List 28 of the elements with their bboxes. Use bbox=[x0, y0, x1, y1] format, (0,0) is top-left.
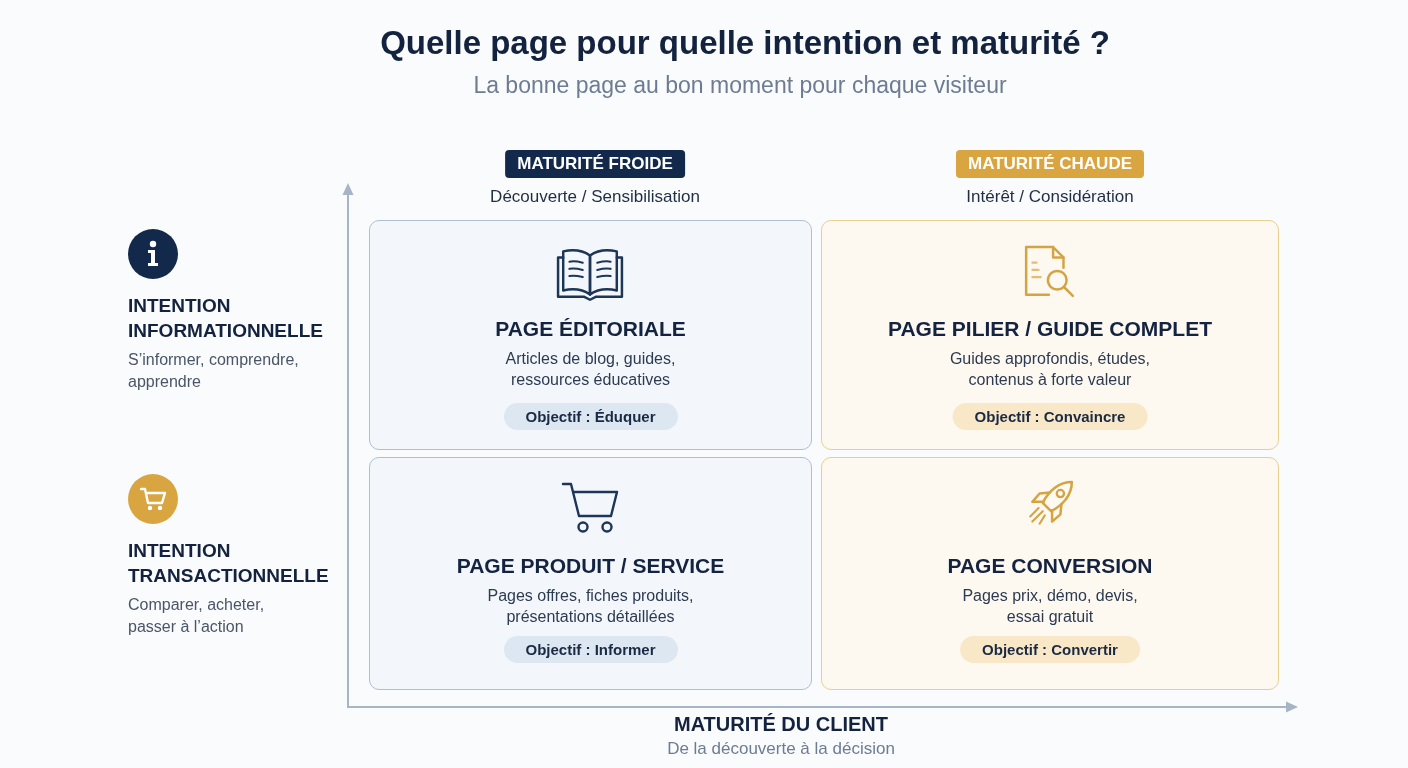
card-description: Pages prix, démo, devis, essai gratuit bbox=[961, 586, 1139, 627]
quadrant-card bbox=[821, 220, 1279, 450]
axis-subtitle: De la découverte à la décision bbox=[667, 739, 895, 759]
axis-title: MATURITÉ DU CLIENT bbox=[673, 713, 889, 736]
card-heading: PAGE CONVERSION bbox=[947, 554, 1153, 577]
diagram-title: Quelle page pour quelle intention et maturité ? bbox=[380, 24, 1110, 62]
row-heading: INTENTION TRANSACTIONNELLE bbox=[128, 539, 330, 588]
quadrant-card bbox=[369, 457, 812, 690]
column-badge: MATURITÉ FROIDE bbox=[505, 150, 685, 178]
row-description: Comparer, acheter, passer à l’action bbox=[128, 595, 266, 637]
column-subtitle: Découverte / Sensibilisation bbox=[490, 187, 700, 207]
column-badge: MATURITÉ CHAUDE bbox=[956, 150, 1144, 178]
objective-tag: Objectif : Convertir bbox=[960, 636, 1140, 663]
subtitle: La bonne page au bon moment pour chaque visiteur bbox=[473, 72, 1007, 99]
row-description: S’informer, comprendre, apprendre bbox=[128, 350, 300, 392]
objective-tag: Objectif : Convaincre bbox=[952, 403, 1148, 430]
row-heading: INTENTION INFORMATIONNELLE bbox=[128, 294, 324, 343]
card-description: Pages offres, fiches produits, présentations détaillées bbox=[486, 586, 695, 627]
objective-tag: Objectif : Éduquer bbox=[503, 403, 678, 430]
quadrant-card bbox=[821, 457, 1279, 690]
objective-tag: Objectif : Informer bbox=[503, 636, 678, 663]
quadrant-card bbox=[369, 220, 812, 450]
card-heading: PAGE PILIER / GUIDE COMPLET bbox=[888, 317, 1212, 340]
card-description: Articles de blog, guides, ressources éducatives bbox=[504, 349, 677, 390]
card-description: Guides approfondis, études, contenus à forte valeur bbox=[948, 349, 1152, 390]
column-subtitle: Intérêt / Considération bbox=[966, 187, 1134, 207]
card-heading: PAGE PRODUIT / SERVICE bbox=[456, 554, 725, 577]
card-heading: PAGE ÉDITORIALE bbox=[495, 317, 686, 340]
